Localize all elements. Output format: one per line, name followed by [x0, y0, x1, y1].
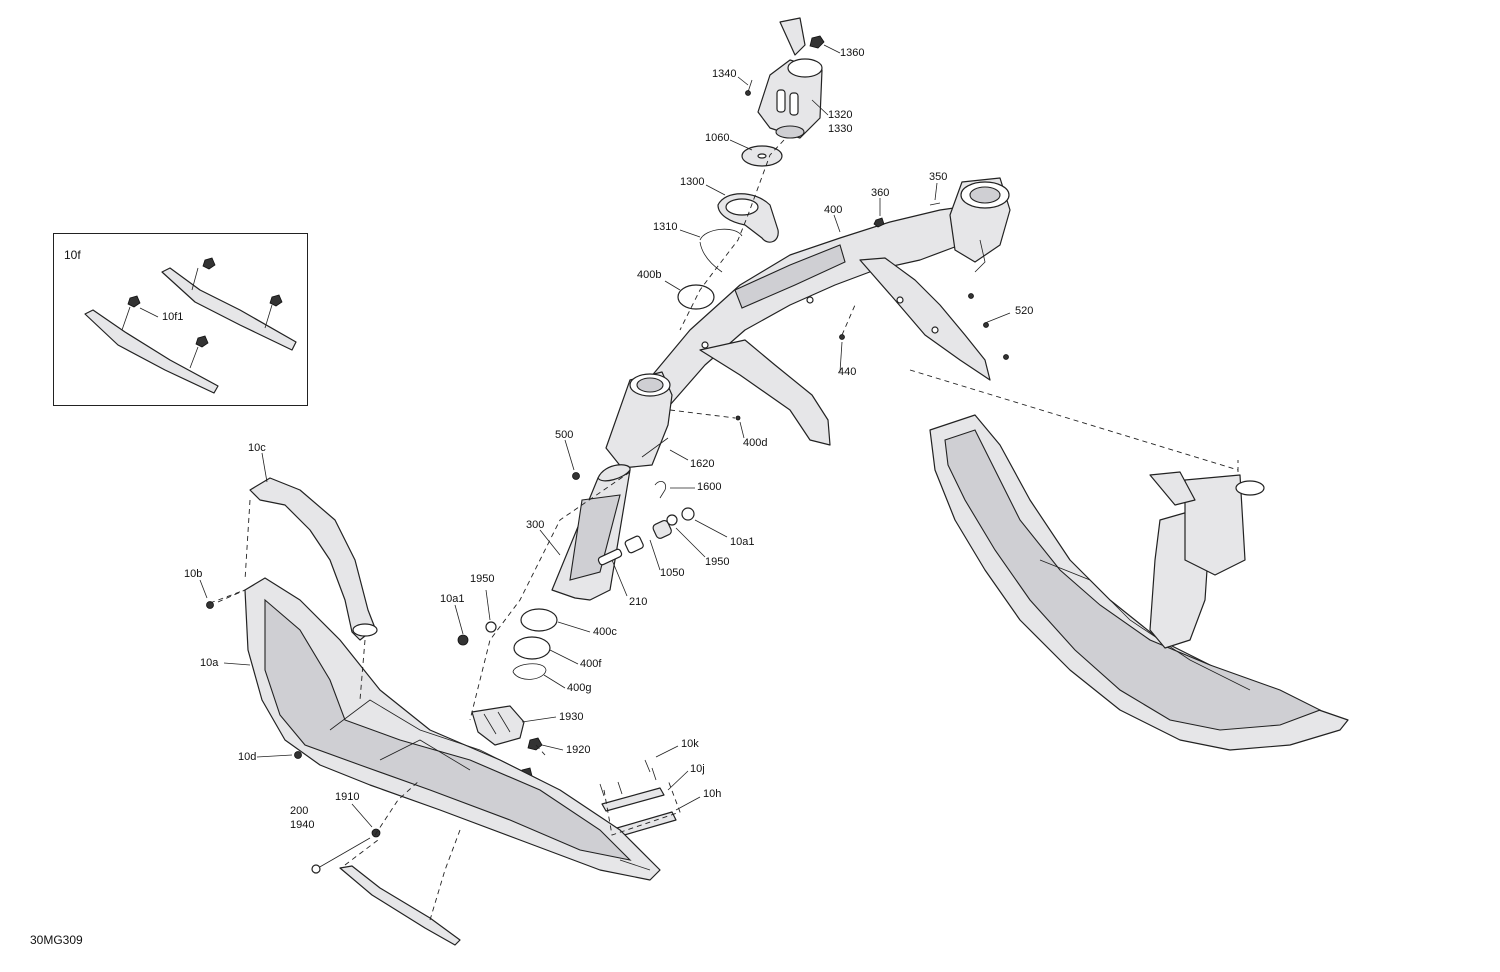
callout-350: 350 [929, 171, 948, 183]
callout-1620: 1620 [690, 458, 715, 470]
left-ski-10a [244, 577, 661, 881]
runner-200-1940 [206, 601, 461, 946]
callout-10a1-right: 10a1 [730, 536, 755, 548]
callout-1320: 1320 [828, 109, 853, 121]
column-support-1320 [745, 17, 825, 139]
callout-10a1-left: 10a1 [440, 593, 465, 605]
callout-1310: 1310 [653, 221, 678, 233]
inset-label: 10f [64, 248, 81, 262]
callout-1910: 1910 [335, 791, 360, 803]
callout-210: 210 [629, 596, 648, 608]
document-code: 30MG309 [30, 933, 83, 947]
callout-10h: 10h [703, 788, 722, 800]
callout-10f1: 10f1 [162, 311, 184, 323]
callout-1600: 1600 [697, 481, 722, 493]
callout-10b: 10b [184, 568, 203, 580]
callout-1060: 1060 [705, 132, 730, 144]
callout-1940: 1940 [290, 819, 315, 831]
callout-10a: 10a [200, 657, 219, 669]
rings-400c-400f-400g [457, 608, 558, 680]
bushings-1050 [597, 507, 695, 566]
strut-tube-300 [551, 464, 631, 601]
callout-520: 520 [1015, 305, 1034, 317]
ski-handle-10c [249, 477, 378, 641]
callout-300: 300 [526, 519, 545, 531]
callout-1330: 1330 [828, 123, 853, 135]
callout-1050: 1050 [660, 567, 685, 579]
hardware-1600-1620 [572, 437, 669, 499]
callout-400d: 400d [743, 437, 768, 449]
washer-1060 [741, 145, 783, 167]
callout-1340: 1340 [712, 68, 737, 80]
callout-10j: 10j [690, 763, 705, 775]
callout-400b: 400b [637, 269, 662, 281]
inset-frame [53, 233, 308, 406]
callout-400g: 400g [567, 682, 592, 694]
callout-360: 360 [871, 187, 890, 199]
callout-1920: 1920 [566, 744, 591, 756]
small-bolts [735, 202, 1009, 421]
callout-10c: 10c [248, 442, 266, 454]
callout-10d: 10d [238, 751, 257, 763]
right-ski-assembly [929, 414, 1349, 751]
callout-200: 200 [290, 805, 309, 817]
leader-lines [139, 44, 1011, 828]
callout-400: 400 [824, 204, 843, 216]
callout-400f: 400f [580, 658, 602, 670]
callout-440: 440 [838, 366, 857, 378]
callout-400c: 400c [593, 626, 617, 638]
callout-500: 500 [555, 429, 574, 441]
callout-1300: 1300 [680, 176, 705, 188]
callout-1950-left: 1950 [470, 573, 495, 585]
circlip-1310 [699, 228, 743, 273]
assembly-paths [209, 139, 1239, 921]
bracket-1300 [717, 193, 779, 243]
front-frame-400 [605, 177, 1011, 469]
callout-1360: 1360 [840, 47, 865, 59]
callout-1930: 1930 [559, 711, 584, 723]
inset-runners-10f1 [84, 257, 297, 394]
callout-10k: 10k [681, 738, 699, 750]
callout-1950-right: 1950 [705, 556, 730, 568]
